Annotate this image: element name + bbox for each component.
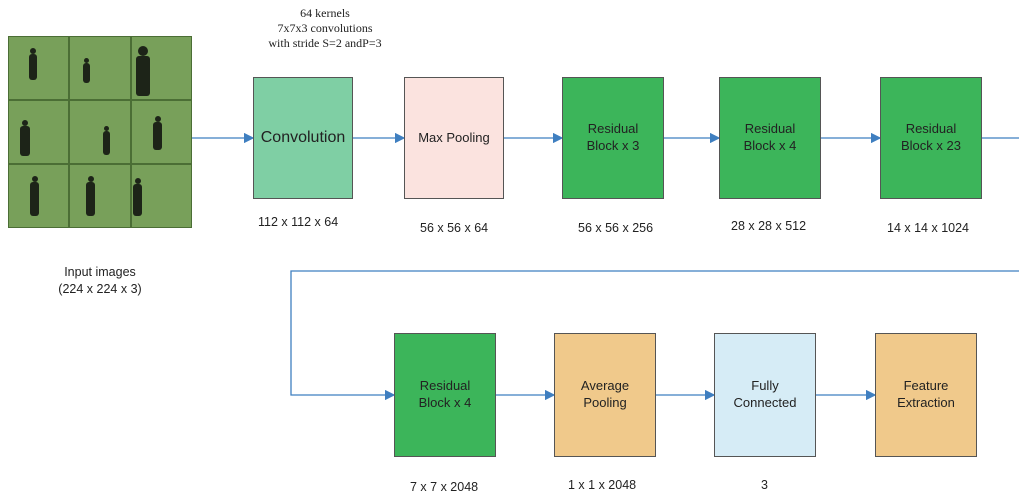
max-pooling-block: Max Pooling [404,77,504,199]
convolution-block: Convolution [253,77,353,199]
max-pooling-label: Max Pooling [418,129,490,145]
residual-block-x23-label: Residual Block x 23 [901,121,961,153]
input-label-line2: (224 x 224 x 3) [58,281,142,296]
wrap-connector [290,270,1019,401]
average-pooling-block: Average Pooling [554,333,656,457]
residual-block-x23: Residual Block x 23 [880,77,982,199]
residual-block-x4-second: Residual Block x 4 [394,333,496,457]
convolution-dims: 112 x 112 x 64 [258,215,339,229]
max-pooling-dims: 56 x 56 x 64 [420,221,489,235]
fully-connected-block: Fully Connected [714,333,816,457]
input-label-line1: Input images [64,265,136,279]
input-image-thumbnail [8,36,192,228]
kernel-note-line2: 7x7x3 convolutions [277,21,373,35]
kernel-annotation: 64 kernels 7x7x3 convolutions with strid… [240,6,410,51]
average-pooling-label: Average Pooling [580,378,630,410]
fully-connected-dims: 3 [761,478,768,492]
residual-block-x4-second-label: Residual Block x 4 [418,378,472,410]
convolution-label: Convolution [260,128,346,146]
residual-block-x3-label: Residual Block x 3 [586,121,640,153]
residual-x23-dims: 14 x 14 x 1024 [887,221,970,235]
average-pooling-dims: 1 x 1 x 2048 [568,478,637,492]
fully-connected-label: Fully Connected [733,378,797,410]
residual-x3-dims: 56 x 56 x 256 [578,221,654,235]
residual-block-x3: Residual Block x 3 [562,77,664,199]
feature-extraction-block: Feature Extraction [875,333,977,457]
residual-x4-second-dims: 7 x 7 x 2048 [410,480,479,494]
residual-x4-dims: 28 x 28 x 512 [731,219,807,233]
kernel-note-line3: with stride S=2 andP=3 [268,36,382,50]
residual-block-x4: Residual Block x 4 [719,77,821,199]
kernel-note-line1: 64 kernels [300,6,350,20]
feature-extraction-label: Feature Extraction [897,378,955,410]
input-images-label: Input images (224 x 224 x 3) [30,264,170,298]
residual-block-x4-label: Residual Block x 4 [743,121,797,153]
